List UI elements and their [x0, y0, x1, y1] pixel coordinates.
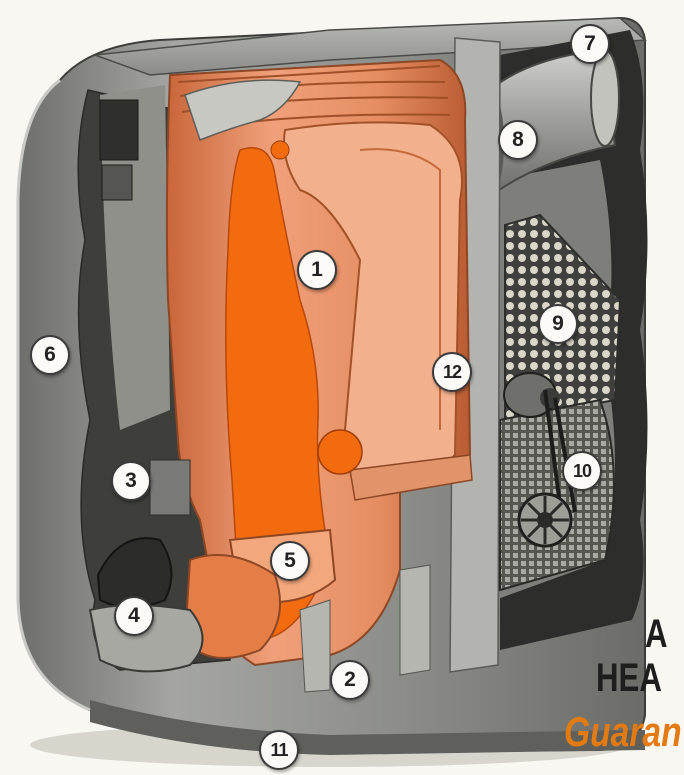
callout-10: 10 [562, 451, 602, 491]
callout-2: 2 [330, 660, 370, 700]
callout-3: 3 [111, 461, 151, 501]
lower-port [318, 430, 362, 474]
flue-collar [591, 50, 619, 146]
callout-6: 6 [30, 335, 70, 375]
caption-line-1: A [645, 612, 668, 657]
callout-4: 4 [114, 596, 154, 636]
control-box-2 [102, 165, 132, 200]
upper-port [271, 141, 289, 159]
caption-line-2: HEA [596, 656, 662, 701]
support-leg-1 [300, 600, 330, 692]
callout-1: 1 [297, 250, 337, 290]
support-leg-2 [400, 565, 430, 675]
callout-9: 9 [538, 304, 578, 344]
callout-11: 11 [259, 730, 299, 770]
callout-8: 8 [498, 120, 538, 160]
ignition-unit [150, 460, 190, 515]
caption-line-3: Guaran [564, 708, 682, 756]
control-box [100, 100, 138, 160]
callout-5: 5 [270, 541, 310, 581]
callout-12: 12 [432, 352, 472, 392]
callout-7: 7 [570, 24, 610, 64]
